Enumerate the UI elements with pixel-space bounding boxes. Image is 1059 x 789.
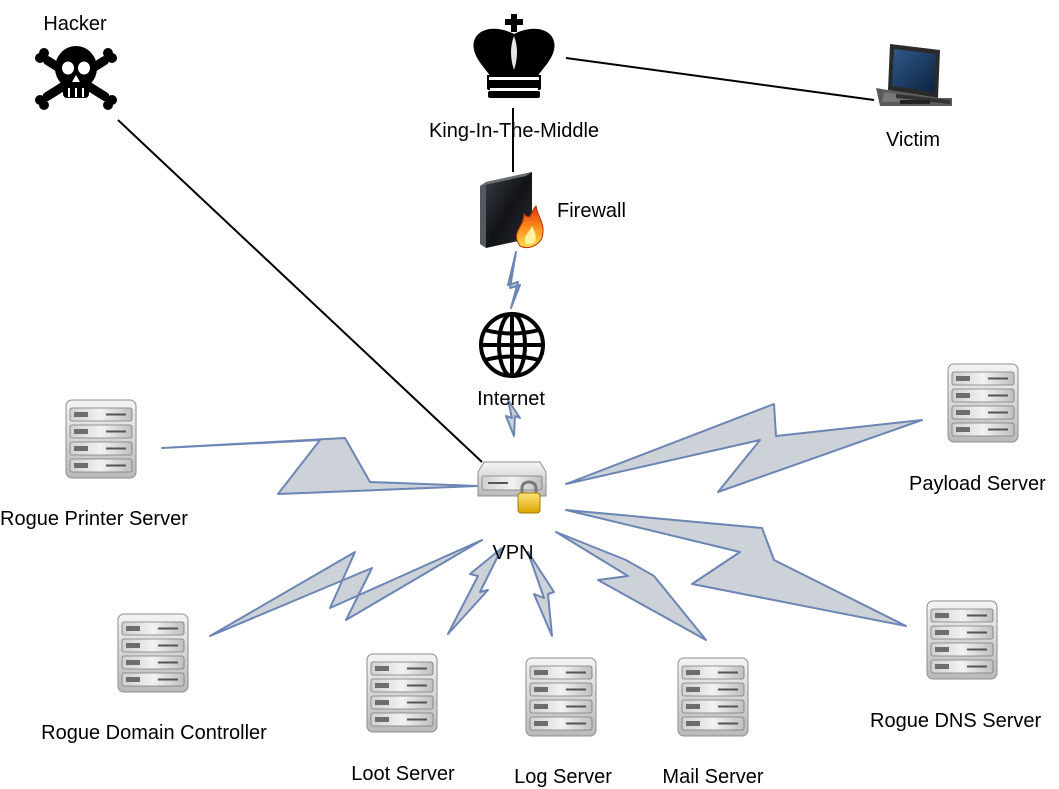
server-icon bbox=[65, 399, 137, 479]
server-icon bbox=[117, 613, 189, 693]
printer-label: Rogue Printer Server bbox=[0, 508, 188, 530]
payload-label: Payload Server bbox=[909, 473, 1046, 495]
server-icon bbox=[947, 363, 1019, 443]
server-icon bbox=[677, 657, 749, 737]
server-icon bbox=[926, 600, 998, 680]
lightning-vpn-payload bbox=[565, 403, 923, 493]
lightning-firewall-internet bbox=[507, 251, 521, 309]
lightning-vpn-mail bbox=[555, 531, 707, 641]
victim-label: Victim bbox=[885, 129, 941, 151]
hacker-label: Hacker bbox=[43, 13, 107, 35]
vpn-label: VPN bbox=[492, 542, 534, 564]
kitm-victim-line bbox=[565, 57, 875, 101]
hacker-vpn-line bbox=[117, 119, 483, 463]
vpn-server-lock-icon bbox=[477, 461, 547, 514]
lightning-vpn-log bbox=[527, 551, 555, 637]
chess-king-icon bbox=[473, 14, 555, 98]
lightning-vpn-printer bbox=[161, 437, 479, 495]
firewall-label: Firewall bbox=[557, 200, 626, 222]
lightning-vpn-dc bbox=[209, 539, 483, 637]
skull-crossbones-icon bbox=[35, 46, 117, 110]
lightning-vpn-loot bbox=[447, 547, 503, 635]
server-icon bbox=[366, 653, 438, 733]
lightning-vpn-dns bbox=[565, 509, 907, 627]
dc-label: Rogue Domain Controller bbox=[41, 722, 267, 744]
server-icon bbox=[525, 657, 597, 737]
log-label: Log Server bbox=[514, 766, 612, 788]
mail-label: Mail Server bbox=[662, 766, 764, 788]
lightning-internet-vpn bbox=[505, 399, 521, 437]
firewall-icon bbox=[480, 172, 544, 249]
internet-label: Internet bbox=[477, 388, 545, 410]
kitm-label: King-In-The-Middle bbox=[428, 120, 600, 142]
globe-icon bbox=[479, 312, 545, 378]
dns-label: Rogue DNS Server bbox=[870, 710, 1042, 732]
lightning-links bbox=[161, 251, 923, 641]
loot-label: Loot Server bbox=[351, 763, 455, 785]
desktop-computer-icon bbox=[876, 44, 952, 106]
